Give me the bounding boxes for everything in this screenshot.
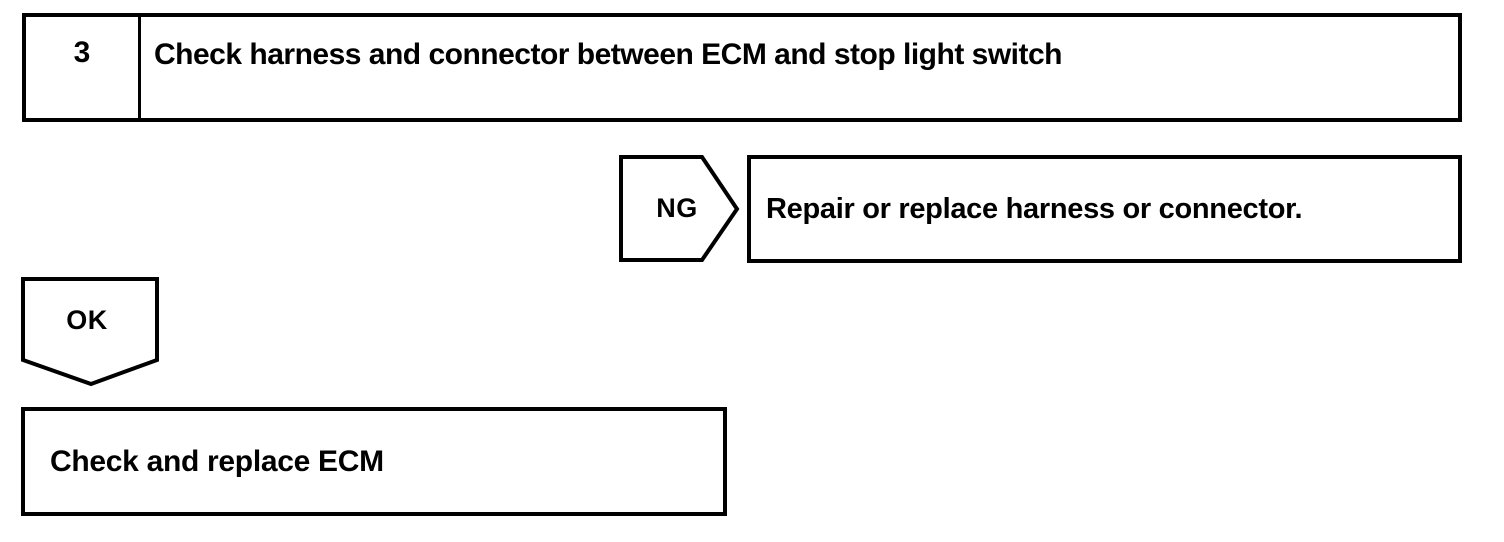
step-number: 3 xyxy=(26,17,141,118)
ng-result-box: Repair or replace harness or connector. xyxy=(747,155,1462,263)
ng-result-text: Repair or replace harness or connector. xyxy=(766,192,1303,225)
ng-label: NG xyxy=(656,193,698,223)
ok-pentagon-shape xyxy=(21,277,159,387)
ok-result-text: Check and replace ECM xyxy=(50,444,384,478)
ok-result-box: Check and replace ECM xyxy=(21,407,727,516)
ok-label: OK xyxy=(66,304,108,335)
step-title: Check harness and connector between ECM … xyxy=(154,38,1063,71)
ng-pentagon-shape xyxy=(619,155,740,262)
step-box: 3 Check harness and connector between EC… xyxy=(22,13,1462,122)
